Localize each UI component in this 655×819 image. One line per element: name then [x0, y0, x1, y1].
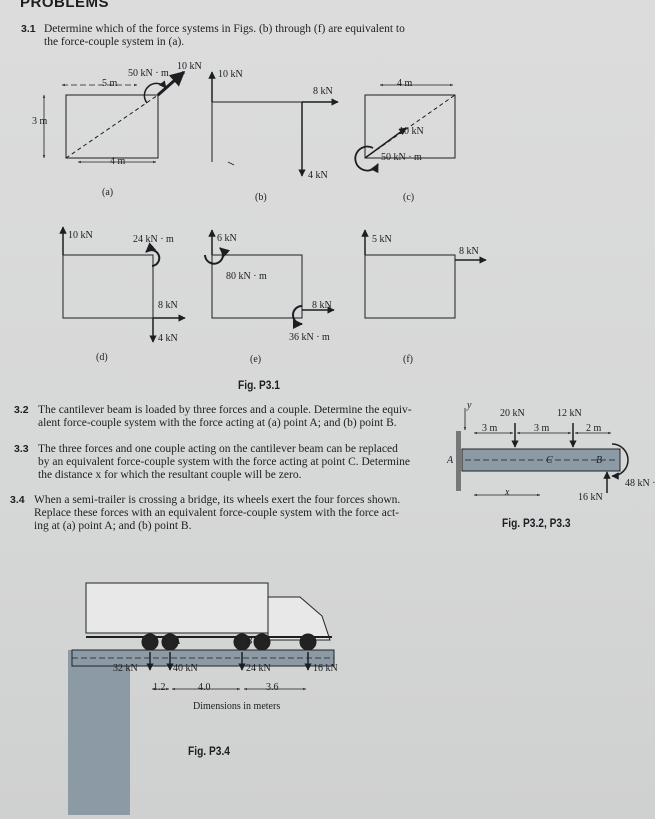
fig-d-f2-label: 8 kN	[158, 300, 178, 311]
fig-d-couple-label: 24 kN · m	[133, 234, 174, 245]
truck-d2-label: 4.0	[198, 682, 211, 693]
fig-c-plate	[364, 94, 456, 159]
problem-3-3-line-2: by an equivalent force-couple system wit…	[38, 456, 411, 468]
truck-cab	[267, 596, 331, 641]
problem-3-2-number: 3.2	[14, 404, 29, 416]
fig-a-couple-arrow	[143, 80, 167, 104]
fig-f-plate	[364, 254, 456, 319]
fig-e-f1-label: 6 kN	[217, 233, 237, 244]
fig-e-plate	[211, 254, 303, 319]
beam-d1-label: 3 m	[482, 423, 498, 434]
problem-3-3-line-1: The three forces and one couple acting o…	[38, 443, 398, 455]
truck-f1-label: 32 kN	[113, 663, 138, 674]
problem-3-3-number: 3.3	[14, 443, 29, 455]
fig-e-caption: (e)	[250, 354, 262, 365]
fig-a-force-label: 10 kN	[177, 61, 202, 72]
fig-f-caption: (f)	[403, 354, 413, 365]
fig-a-plate	[65, 94, 159, 159]
fig-b-f3-label: 4 kN	[308, 170, 328, 181]
truck-point-a: A	[174, 636, 181, 647]
problem-3-3-line-3: the distance x for which the resultant c…	[38, 469, 302, 481]
beam-point-c: C	[546, 455, 553, 466]
fig-p3-4-caption: Fig. P3.4	[188, 744, 230, 758]
truck-f2-label: 40 kN	[173, 663, 198, 674]
beam-wall	[456, 431, 461, 491]
fig-e-couple1-label: 80 kN · m	[226, 271, 267, 282]
problem-3-4-line-2: Replace these forces with an equivalent …	[34, 507, 399, 519]
fig-e-couple-1	[204, 247, 231, 265]
problem-3-4-line-1: When a semi-trailer is crossing a bridge…	[34, 494, 401, 506]
fig-p3-1-caption: Fig. P3.1	[238, 378, 280, 392]
fig-c-force-label: 10 kN	[399, 126, 424, 137]
fig-b-caption: (b)	[255, 192, 267, 203]
fig-d-f3-label: 4 kN	[158, 333, 178, 344]
problem-3-2-line-1: The cantilever beam is loaded by three f…	[38, 404, 412, 416]
beam-f2-label: 12 kN	[557, 408, 582, 419]
fig-a-dim-5m-label: 5 m	[102, 78, 118, 89]
fig-c-couple-arrow	[354, 145, 379, 174]
fig-d-plate	[62, 254, 154, 319]
fig-a-dim-4m-label: 4 m	[110, 156, 126, 167]
problem-3-4-number: 3.4	[10, 494, 25, 506]
truck-f4-label: 16 kN	[313, 663, 338, 674]
fig-f-f2-label: 8 kN	[459, 246, 479, 257]
truck-f3-label: 24 kN	[246, 663, 271, 674]
fig-e-couple2-label: 36 kN · m	[289, 332, 330, 343]
section-header: PROBLEMS	[20, 0, 110, 11]
fig-c-caption: (c)	[403, 192, 415, 203]
fig-c-force-arrow	[364, 127, 407, 159]
beam-f1-label: 20 kN	[500, 408, 525, 419]
fig-a-caption: (a)	[102, 187, 114, 198]
beam-x-label: x	[505, 487, 510, 498]
fig-c-dim-label: 4 m	[397, 78, 413, 89]
fig-b-plate	[211, 101, 303, 162]
fig-d-couple-arrow	[145, 242, 161, 267]
wheel-4	[253, 633, 271, 651]
fig-b-f2-label: 8 kN	[313, 86, 333, 97]
wheel-1	[141, 633, 159, 651]
fig-a-diagonal	[65, 94, 159, 159]
fig-d-f1-label: 10 kN	[68, 230, 93, 241]
truck-units-label: Dimensions in meters	[193, 701, 281, 712]
trailer-body	[85, 582, 269, 634]
beam-y-axis-label: y	[467, 400, 472, 411]
problem-3-2-line-2: alent force-couple system with the force…	[38, 417, 397, 429]
bridge-abutment	[68, 650, 130, 815]
fig-e-f2-label: 8 kN	[312, 300, 332, 311]
fig-a-dim-3m-label: 3 m	[32, 116, 48, 127]
beam-couple-label: 48 kN · m	[625, 478, 655, 489]
problem-3-1-number: 3.1	[21, 23, 36, 35]
fig-p3-2-caption: Fig. P3.2, P3.3	[502, 516, 571, 530]
beam-point-b: B	[596, 455, 603, 466]
beam-d3-label: 2 m	[586, 423, 602, 434]
fig-f-f1-label: 5 kN	[372, 234, 392, 245]
wheel-5	[299, 633, 317, 651]
fig-a-force-arrow	[157, 70, 186, 97]
fig-c-couple-label: 50 kN · m	[381, 152, 422, 163]
truck-d3-label: 3.6	[266, 682, 279, 693]
problem-3-4-line-3: ing at (a) point A; and (b) point B.	[34, 520, 192, 532]
beam-couple-arrow	[611, 443, 629, 480]
fig-c-diagonal	[364, 94, 456, 159]
truck-d1-label: 1.2	[153, 682, 166, 693]
problem-3-1-line-1: Determine which of the force systems in …	[44, 23, 405, 35]
fig-a-couple-label: 50 kN · m	[128, 68, 169, 79]
beam-d2-label: 3 m	[534, 423, 550, 434]
fig-e-couple-2	[292, 305, 303, 329]
beam-f3-label: 16 kN	[578, 492, 603, 503]
problem-3-1-line-2: the force-couple system in (a).	[44, 36, 185, 48]
beam-point-a: A	[447, 455, 454, 466]
fig-d-caption: (d)	[96, 352, 108, 363]
truck-point-b: B	[246, 636, 253, 647]
fig-b-f1-label: 10 kN	[218, 69, 243, 80]
